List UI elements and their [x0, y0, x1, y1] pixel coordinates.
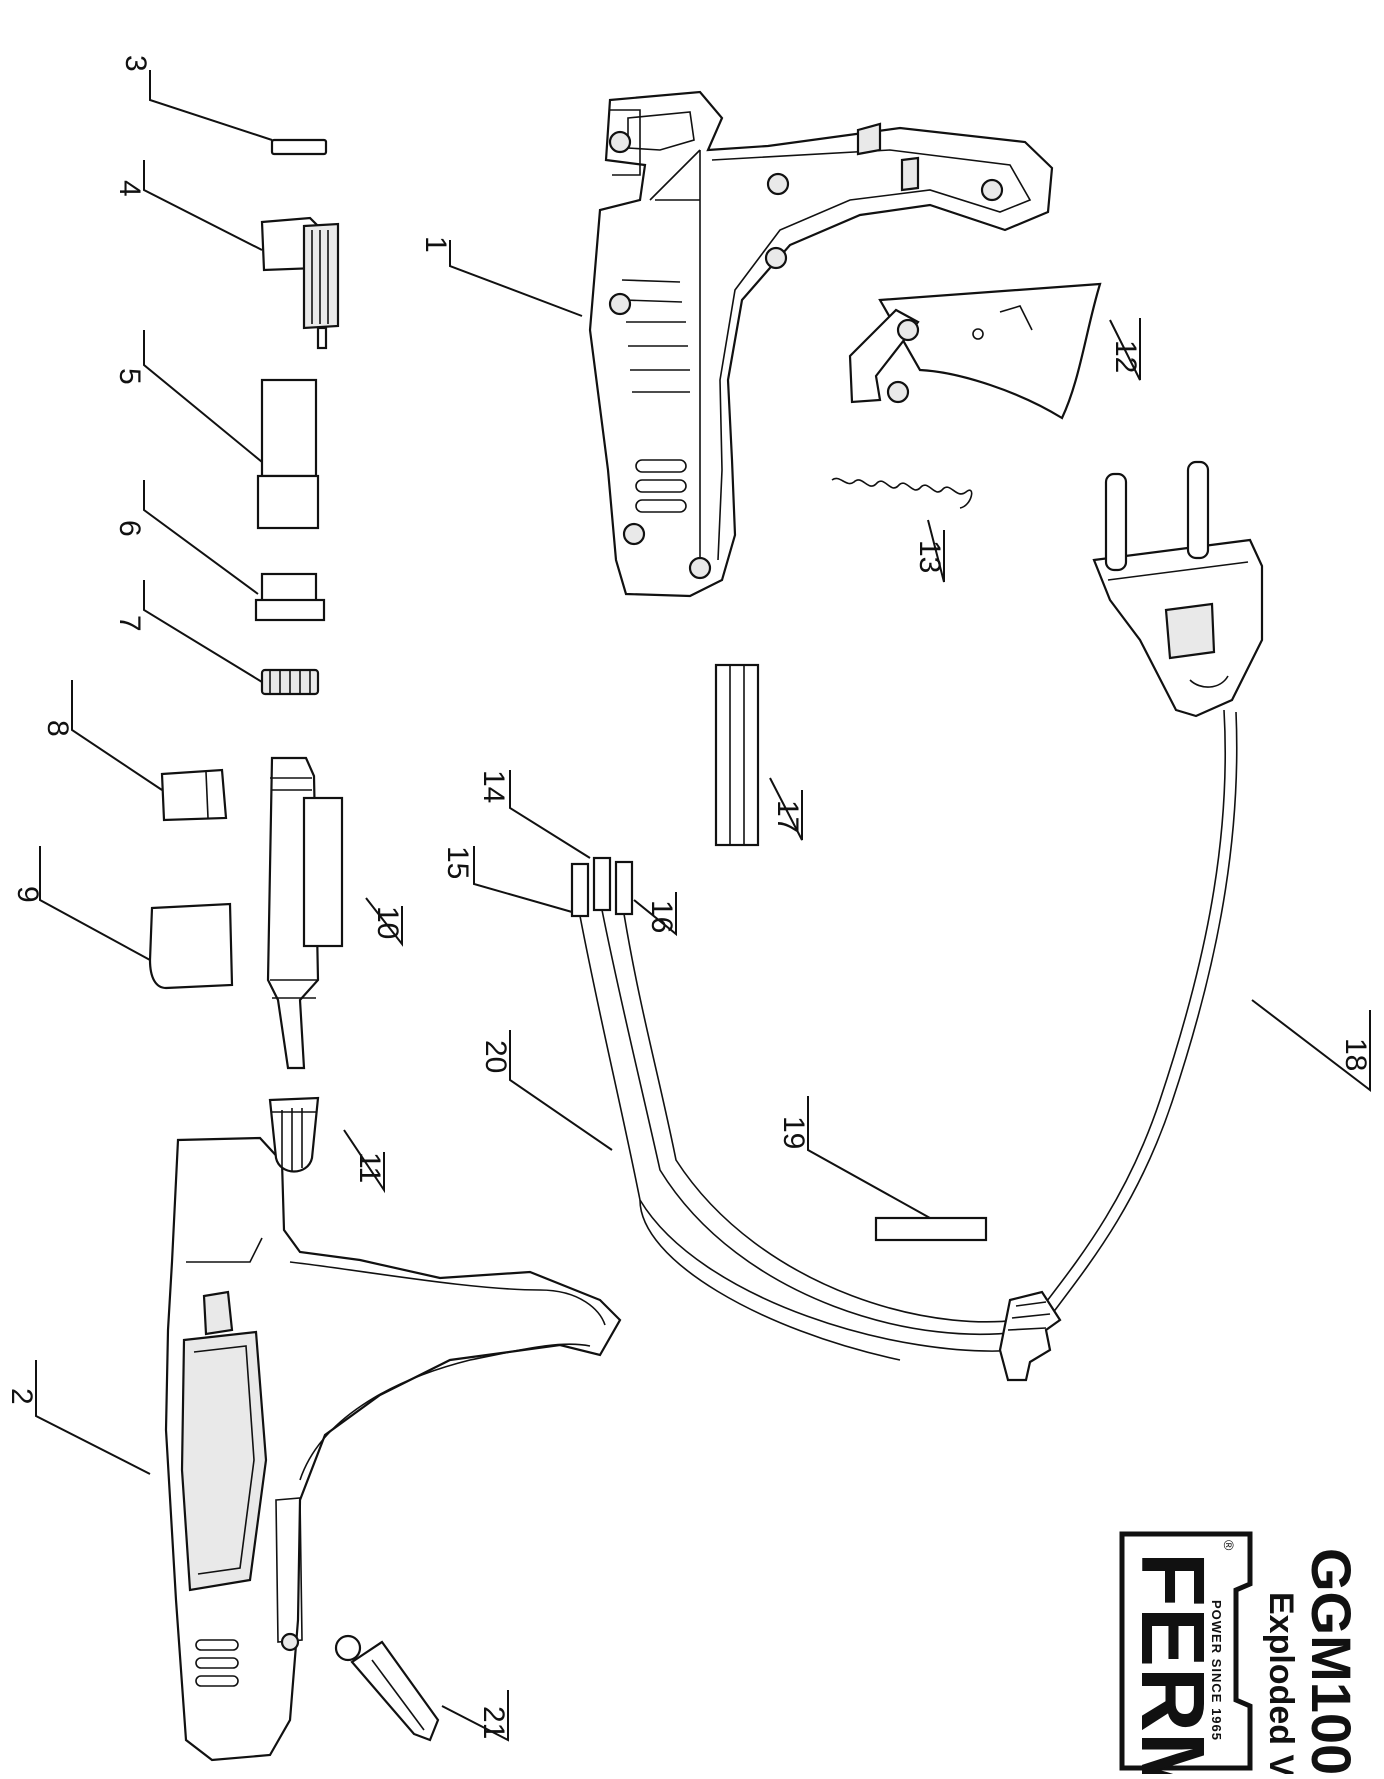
callout-16: 16 — [645, 900, 678, 933]
callout-1: 1 — [419, 236, 452, 253]
part-10-heating-body — [266, 756, 344, 1070]
housing-left-half — [164, 1136, 622, 1762]
part-9-shield — [148, 902, 234, 990]
callout-18: 18 — [1339, 1038, 1372, 1071]
logo-tagline: POWER SINCE 1965 — [1209, 1600, 1224, 1741]
callout-11: 11 — [353, 1152, 386, 1183]
part-17-glue-sticks — [714, 663, 760, 847]
part-15-terminal — [570, 862, 590, 918]
callout-7: 7 — [113, 615, 146, 632]
callout-8: 8 — [41, 720, 74, 737]
diagram-caption: Exploded View GGM1004 — [1262, 1548, 1363, 1779]
caption-model: GGM1004 — [1300, 1548, 1363, 1774]
part-5-sleeve — [256, 378, 320, 530]
part-20-internal-wires — [579, 909, 1041, 1361]
callout-13: 13 — [913, 540, 946, 573]
brand-logo: FERM ® POWER SINCE 1965 — [1119, 1531, 1253, 1779]
callout-17: 17 — [771, 800, 804, 833]
part-8-clip — [160, 768, 228, 822]
callout-20: 20 — [479, 1040, 512, 1073]
part-21-clip — [334, 1634, 440, 1742]
logo-registered-mark: ® — [1221, 1540, 1237, 1551]
logo-brand-text: FERM — [1122, 1552, 1222, 1774]
callout-14: 14 — [477, 770, 510, 803]
callout-10: 10 — [371, 906, 404, 939]
part-13-spring — [831, 477, 973, 509]
part-6-ring — [254, 572, 326, 622]
callout-12: 12 — [1109, 340, 1142, 373]
callout-15: 15 — [441, 846, 474, 879]
callout-5: 5 — [113, 368, 146, 385]
part-18-power-cord — [998, 460, 1264, 1382]
part-4-connector — [260, 216, 340, 350]
callout-3: 3 — [119, 55, 152, 72]
callout-4: 4 — [113, 180, 146, 197]
callout-19: 19 — [777, 1116, 810, 1149]
part-3-plate — [270, 138, 328, 156]
callout-6: 6 — [113, 520, 146, 537]
callouts: 3 4 5 6 7 8 9 10 11 12 13 14 15 16 17 18 — [5, 55, 1372, 1742]
part-7-coil — [260, 668, 320, 696]
callout-21: 21 — [477, 1706, 510, 1739]
housing-right-half — [588, 90, 1054, 598]
part-19-insert — [874, 1216, 988, 1242]
callout-2: 2 — [5, 1388, 38, 1405]
callout-9: 9 — [11, 886, 44, 903]
part-16-terminal — [614, 860, 634, 916]
part-14-terminal — [592, 856, 612, 912]
caption-title: Exploded View — [1262, 1592, 1300, 1774]
part-11-nozzle — [268, 1096, 320, 1173]
part-12-trigger — [848, 282, 1102, 420]
